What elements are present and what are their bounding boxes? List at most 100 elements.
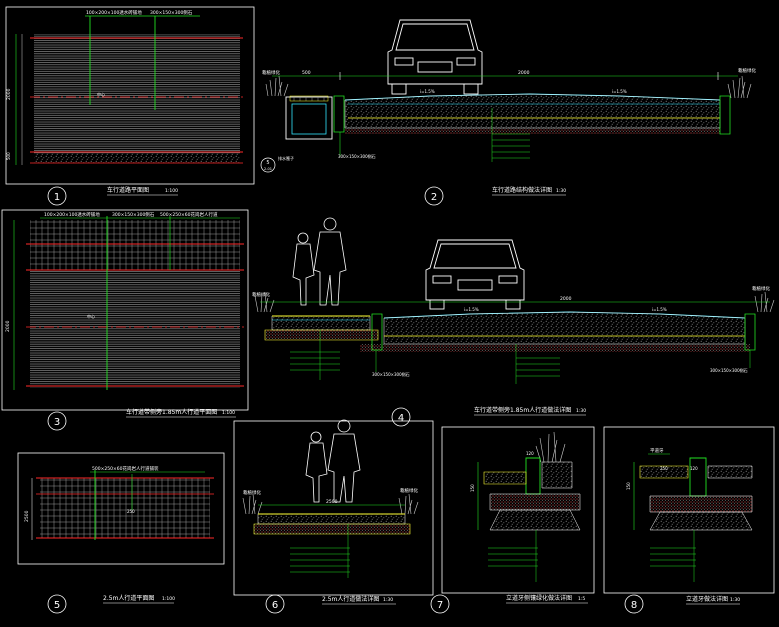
panel-4-road-lower bbox=[360, 344, 750, 352]
panel-7-planting-soil bbox=[541, 461, 573, 489]
panel-2-layer-leaders bbox=[491, 108, 530, 162]
panel-1-hatch-field bbox=[34, 34, 240, 154]
panel-4-curb-label-left: 300×150×300侧石 bbox=[372, 371, 410, 377]
panel-8-right-paving bbox=[707, 465, 753, 479]
panel-7-scale: 1:5 bbox=[578, 596, 585, 602]
panel-8-frame bbox=[603, 426, 775, 594]
panel-4-sidewalk bbox=[271, 315, 371, 331]
panel-2-ref-circle-sub: 2-01 bbox=[264, 167, 272, 171]
panel-8-number-circle bbox=[624, 594, 644, 614]
panel-3-scale: 1:100 bbox=[222, 410, 235, 416]
panel-2-drain-grate bbox=[289, 95, 329, 102]
panel-4-number-circle bbox=[391, 407, 411, 427]
panel-3-number-circle bbox=[47, 411, 67, 431]
panel-6-sidewalk-section: 栽植绿化 栽植绿化 2500 6 2.5m人行道做法详图 1:30 bbox=[233, 419, 434, 614]
panel-4-left-label: 栽植绿化 bbox=[252, 291, 270, 298]
panel-3-hatch-field bbox=[30, 270, 240, 388]
panel-4-slope-right: i=1.5% bbox=[652, 307, 667, 312]
panel-7-curb-planting-detail: 150 120 7 立道牙侧镶绿化做法详图 1:5 bbox=[430, 426, 595, 614]
grass-icon-left-3 bbox=[242, 493, 263, 515]
panel-4-number: 4 bbox=[398, 413, 404, 424]
panel-3-top-label2: 300×150×300侧石 bbox=[112, 211, 155, 218]
panel-8-left-paving bbox=[639, 465, 689, 479]
panel-3-top-label3: 500×250×60花岗岩人行道 bbox=[160, 211, 218, 218]
panel-6-scale: 1:30 bbox=[383, 597, 393, 603]
panel-6-right-label: 栽植绿化 bbox=[400, 487, 418, 494]
panel-3-title: 车行道带侧旁1.85m人行道平面图 bbox=[126, 408, 217, 416]
panel-2-number-circle bbox=[424, 186, 444, 206]
panel-1-frame bbox=[5, 6, 255, 185]
panel-3-grid-top bbox=[30, 220, 240, 270]
panel-2-left-label: 栽植绿化 bbox=[262, 69, 280, 76]
panel-8-layer-leaders bbox=[650, 530, 696, 582]
panel-8-dim-120: 120 bbox=[690, 466, 698, 471]
grass-icon-right bbox=[727, 75, 752, 99]
panel-8-foundation bbox=[649, 511, 753, 531]
panel-5-frame bbox=[17, 452, 225, 565]
panel-5-grid-field bbox=[40, 478, 210, 538]
panel-5-number-circle bbox=[47, 594, 67, 614]
panel-5-sidewalk-plan: 500×250×60花岗岩人行道铺装 2500 250 5 2.5m人行道平面图… bbox=[17, 452, 225, 614]
panel-5-title: 2.5m人行道平面图 bbox=[103, 594, 154, 602]
panel-5-top-label: 500×250×60花岗岩人行道铺装 bbox=[92, 465, 159, 472]
panel-3-center-mark: 中心 bbox=[87, 313, 95, 319]
panel-4-title: 车行道带侧旁1.85m人行道做法详图 bbox=[474, 406, 571, 414]
panel-8-dim-250: 250 bbox=[660, 466, 668, 471]
panel-4-slope-left: i=1.5% bbox=[464, 307, 479, 312]
pedestrians-icon-2 bbox=[305, 419, 361, 503]
panel-7-title: 立道牙侧镶绿化做法详图 bbox=[506, 594, 572, 602]
panel-6-title: 2.5m人行道做法详图 bbox=[322, 595, 379, 603]
panel-6-layer-leaders bbox=[290, 524, 350, 578]
panel-1-title: 车行道路平面图 bbox=[107, 186, 149, 194]
panel-2-curb-label: 300×150×300侧石 bbox=[338, 153, 376, 159]
panel-8-dim-150: 150 bbox=[626, 482, 631, 490]
panel-5-dim-250: 250 bbox=[127, 509, 135, 514]
panel-4-curb-label-right: 300×150×300侧石 bbox=[710, 367, 748, 373]
panel-4-curb-left bbox=[371, 313, 383, 351]
panel-2-base-gravel bbox=[344, 93, 721, 129]
panel-8-top-label: 平道牙 bbox=[650, 447, 664, 454]
grass-icon-panel-7 bbox=[535, 431, 566, 463]
panel-3-road-sidewalk-plan: 100×200×100透水砖铺地 300×150×300侧石 500×250×6… bbox=[1, 209, 249, 431]
panel-3-top-label: 100×200×100透水砖铺地 bbox=[44, 211, 100, 218]
panel-6-paving bbox=[257, 513, 406, 525]
panel-2-scale: 1:30 bbox=[556, 188, 566, 194]
panel-2-curb bbox=[333, 95, 345, 133]
panel-5-scale: 1:100 bbox=[162, 596, 175, 602]
car-icon-2 bbox=[425, 239, 525, 310]
panel-2-right-label: 栽植绿化 bbox=[738, 67, 756, 74]
panel-6-frame bbox=[233, 420, 434, 596]
panel-2-lower-base bbox=[345, 128, 720, 134]
panel-6-left-label: 栽植绿化 bbox=[243, 489, 261, 496]
panel-1-scale: 1:100 bbox=[165, 188, 178, 194]
panel-2-drain-inner bbox=[291, 103, 327, 135]
panel-7-number-circle bbox=[430, 594, 450, 614]
panel-1-road-plan: 100×200×100透水砖铺地 300×150×300侧石 中心 2000 5… bbox=[5, 6, 255, 206]
panel-1-center-mark: 中心 bbox=[97, 91, 105, 97]
panel-4-layer-leaders bbox=[290, 330, 751, 384]
car-icon bbox=[387, 19, 483, 95]
panel-8-scale: 1:30 bbox=[730, 597, 740, 603]
grass-icon-right-2 bbox=[754, 291, 775, 313]
panel-4-scale: 1:30 bbox=[576, 408, 586, 414]
grass-icon-left-2 bbox=[254, 291, 275, 313]
panel-4-dim-2000: 2000 bbox=[560, 296, 572, 302]
panel-7-layer-leaders bbox=[488, 530, 538, 582]
panel-2-dim-500: 500 bbox=[302, 70, 311, 76]
panel-8-curb bbox=[689, 457, 707, 497]
panel-6-dim-2500: 2500 bbox=[326, 499, 338, 505]
panel-7-base bbox=[489, 493, 581, 511]
panel-3-frame bbox=[1, 209, 249, 411]
panel-8-title: 立道牙做法详图 bbox=[686, 595, 728, 603]
grass-icon-left bbox=[265, 75, 289, 97]
grass-icon-right-3 bbox=[398, 493, 419, 515]
panel-2-curb-right bbox=[719, 95, 731, 135]
panel-2-ref-circle-label: 5 bbox=[266, 160, 269, 166]
panel-1-number: 1 bbox=[54, 192, 60, 203]
panel-3-number: 3 bbox=[54, 417, 60, 428]
panel-8-base bbox=[649, 495, 753, 513]
panel-5-dim-2500: 2500 bbox=[24, 510, 30, 522]
panel-2-slope-right: i=1.5% bbox=[612, 89, 627, 94]
panel-2-title: 车行道路结构做法详图 bbox=[492, 186, 552, 194]
